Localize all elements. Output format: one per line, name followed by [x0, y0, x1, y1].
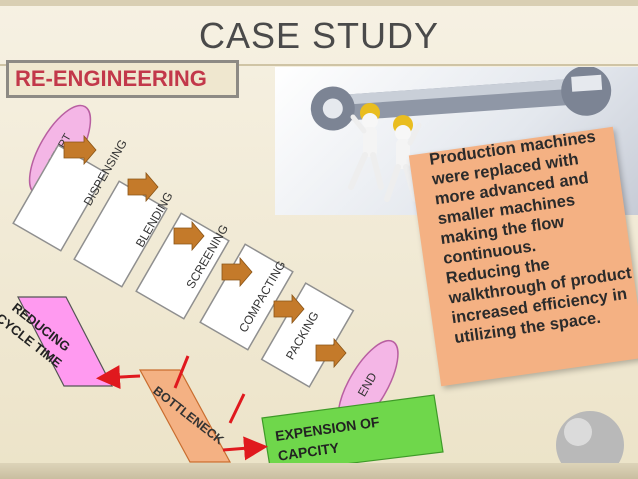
section-label-text: RE-ENGINEERING — [15, 66, 207, 91]
bottom-rule — [0, 463, 638, 479]
red-mark — [228, 393, 246, 424]
slide-title: CASE STUDY — [198, 15, 440, 56]
red-arrow — [222, 436, 268, 461]
section-label: RE-ENGINEERING — [6, 60, 239, 98]
flow-arrow — [127, 171, 159, 203]
flow-arrow — [315, 337, 347, 369]
flow-arrows — [63, 134, 347, 369]
reducing-cycle-time-box: REDUCING CYCLE TIME — [0, 296, 113, 387]
flow-arrow — [173, 220, 205, 252]
expansion-box: EXPENSION OF CAPCITY — [261, 394, 444, 474]
flow-arrow — [273, 293, 305, 325]
step-packing: PACKING — [260, 282, 355, 388]
bottleneck-box: BOTTLENECK — [138, 369, 232, 463]
sphere-decoration — [556, 411, 624, 479]
red-arrows — [96, 355, 268, 461]
top-rule — [0, 0, 638, 6]
red-mark — [173, 355, 190, 389]
title-divider — [0, 64, 638, 66]
flow-arrow — [63, 134, 97, 166]
red-arrow — [96, 365, 141, 390]
flow-arrow — [221, 256, 253, 288]
